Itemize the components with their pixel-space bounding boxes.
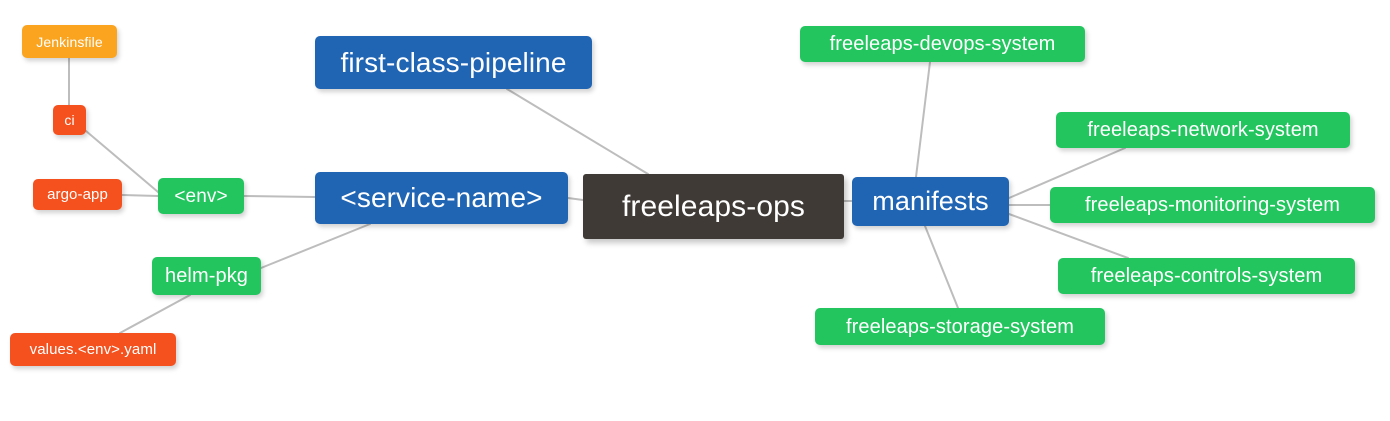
node-label: argo-app <box>47 186 108 203</box>
node-env[interactable]: <env> <box>158 178 244 214</box>
edge-manifests-to-freeleaps-storage-system <box>924 225 959 309</box>
node-freeleaps-monitoring-system[interactable]: freeleaps-monitoring-system <box>1050 187 1375 223</box>
edge-argo-app-to-env <box>121 194 159 197</box>
node-label: freeleaps-storage-system <box>845 315 1075 338</box>
edge-manifests-to-freeleaps-devops-system <box>915 61 931 178</box>
node-label: manifests <box>872 186 989 216</box>
node-label: freeleaps-controls-system <box>1090 265 1323 287</box>
node-jenkinsfile[interactable]: Jenkinsfile <box>22 25 117 58</box>
edge-helm-pkg-to-values-yaml <box>119 294 191 334</box>
node-label: <service-name> <box>340 182 543 213</box>
node-label: <env> <box>174 185 228 207</box>
node-manifests[interactable]: manifests <box>852 177 1009 226</box>
node-label: first-class-pipeline <box>340 46 567 78</box>
node-label: values.<env>.yaml <box>29 341 157 358</box>
node-label: freeleaps-network-system <box>1087 119 1319 141</box>
node-freeleaps-ops[interactable]: freeleaps-ops <box>583 174 844 239</box>
node-first-class-pipeline[interactable]: first-class-pipeline <box>315 36 592 89</box>
node-values-yaml[interactable]: values.<env>.yaml <box>10 333 176 366</box>
edge-env-to-service-name <box>243 195 316 198</box>
node-freeleaps-devops-system[interactable]: freeleaps-devops-system <box>800 26 1085 62</box>
node-freeleaps-storage-system[interactable]: freeleaps-storage-system <box>815 308 1105 345</box>
edge-service-name-to-freeleaps-ops <box>567 197 584 201</box>
node-freeleaps-controls-system[interactable]: freeleaps-controls-system <box>1058 258 1355 294</box>
node-label: freeleaps-ops <box>621 189 806 223</box>
edge-service-name-to-helm-pkg <box>260 223 371 269</box>
node-label: freeleaps-devops-system <box>829 33 1056 55</box>
edge-first-class-pipeline-to-freeleaps-ops <box>506 88 649 175</box>
node-label: Jenkinsfile <box>36 33 103 50</box>
node-freeleaps-network-system[interactable]: freeleaps-network-system <box>1056 112 1350 148</box>
node-ci[interactable]: ci <box>53 105 86 135</box>
node-label: ci <box>64 112 75 128</box>
node-label: freeleaps-monitoring-system <box>1084 194 1340 216</box>
node-argo-app[interactable]: argo-app <box>33 179 122 210</box>
node-service-name[interactable]: <service-name> <box>315 172 568 224</box>
node-helm-pkg[interactable]: helm-pkg <box>152 257 261 295</box>
node-label: helm-pkg <box>164 265 249 287</box>
